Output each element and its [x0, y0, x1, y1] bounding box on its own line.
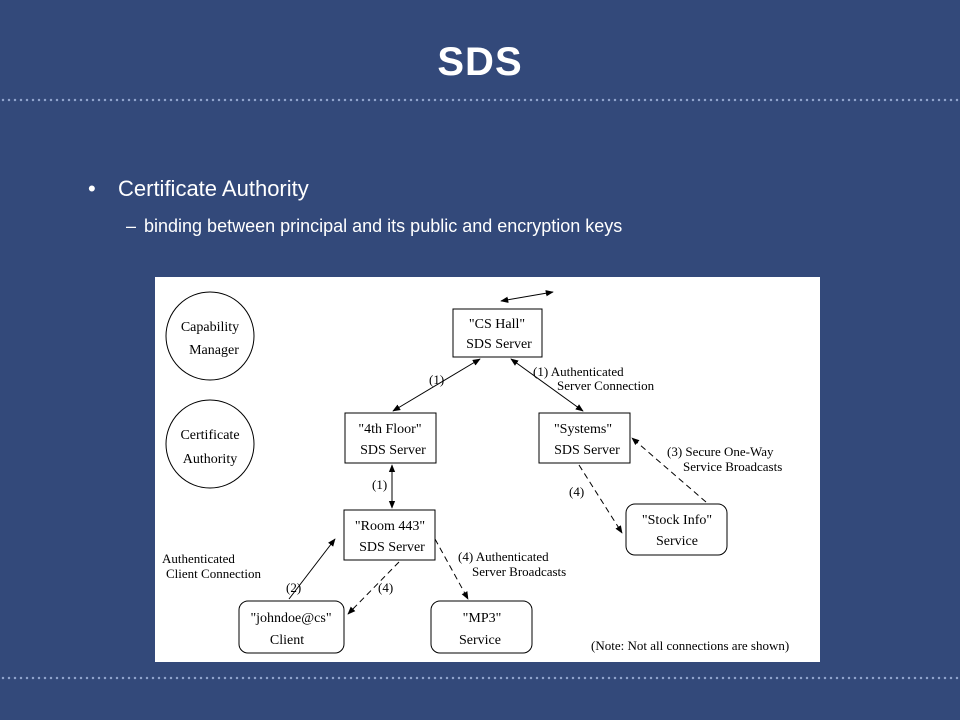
room-443-server-node: "Room 443" SDS Server [343, 509, 436, 561]
top-divider [0, 98, 960, 102]
node-label: Capability [181, 320, 239, 335]
capability-manager-node: Capability Manager [165, 291, 255, 381]
bullet-dot: • [88, 176, 96, 201]
arrow-hall-systems [510, 358, 584, 412]
mp3-service-node: "MP3" Service [430, 600, 533, 654]
edge-label: (4) [378, 580, 393, 595]
node-label: "Room 443" [355, 519, 425, 534]
diagram-canvas: Capability Manager Certificate Authority… [162, 290, 789, 654]
arrow-room-client [347, 561, 400, 615]
node-label: SDS Server [359, 540, 425, 555]
node-circle [165, 399, 255, 489]
edge-label: Server Connection [557, 378, 655, 393]
edge-label: Client Connection [166, 566, 261, 581]
node-label: SDS Server [554, 443, 620, 458]
node-label: Service [656, 534, 698, 549]
fourth-floor-server-node: "4th Floor" SDS Server [344, 412, 437, 464]
node-label: Authority [183, 452, 237, 467]
node-label: Client [270, 633, 304, 648]
node-label: Service [459, 633, 501, 648]
arrow-uplink [500, 290, 554, 303]
node-label: "MP3" [463, 611, 502, 626]
bullet-text: Certificate Authority [118, 176, 309, 201]
edge-label: (1) [372, 477, 387, 492]
slide-title: SDS [437, 40, 523, 84]
node-label: "johndoe@cs" [250, 611, 331, 626]
certificate-authority-node: Certificate Authority [165, 399, 255, 489]
stock-info-service-node: "Stock Info" Service [625, 503, 728, 556]
edge-label: (1) [429, 372, 444, 387]
edge-label: Authenticated [162, 551, 235, 566]
edge-label: (3) Secure One-Way [667, 444, 774, 459]
node-label: "Stock Info" [642, 513, 712, 528]
node-label: "4th Floor" [358, 422, 421, 437]
arrow-systems-stock [578, 464, 623, 534]
arrow-hall-floor [392, 358, 481, 412]
edge-label: (4) Authenticated [458, 549, 549, 564]
arrow-stock-systems [631, 437, 707, 503]
node-circle [165, 291, 255, 381]
bullet-list: • Certificate Authority – binding betwee… [88, 176, 622, 237]
diagram-note: (Note: Not all connections are shown) [591, 638, 789, 653]
node-label: Certificate [180, 428, 239, 443]
node-label: SDS Server [360, 443, 426, 458]
sub-bullet-text: binding between principal and its public… [144, 216, 623, 236]
bullet-item: • Certificate Authority [88, 176, 622, 206]
node-label: "Systems" [554, 422, 612, 437]
node-label: SDS Server [466, 337, 532, 352]
bottom-divider [0, 676, 960, 680]
edge-label: Server Broadcasts [472, 564, 566, 579]
edge-label: (2) [286, 580, 301, 595]
johndoe-client-node: "johndoe@cs" Client [238, 600, 345, 654]
cs-hall-server-node: "CS Hall" SDS Server [452, 308, 543, 358]
sds-diagram: Capability Manager Certificate Authority… [155, 277, 820, 662]
systems-server-node: "Systems" SDS Server [538, 412, 631, 464]
sub-bullet-dash: – [126, 216, 137, 236]
arrow-room-mp3 [434, 538, 469, 600]
edge-label: (4) [569, 484, 584, 499]
edge-label: (1) Authenticated [533, 364, 624, 379]
edge-label: Service Broadcasts [683, 459, 782, 474]
node-label: Manager [189, 343, 239, 358]
sub-bullet-item: – binding between principal and its publ… [88, 216, 622, 237]
node-label: "CS Hall" [469, 317, 525, 332]
arrow-client-room [288, 538, 336, 600]
